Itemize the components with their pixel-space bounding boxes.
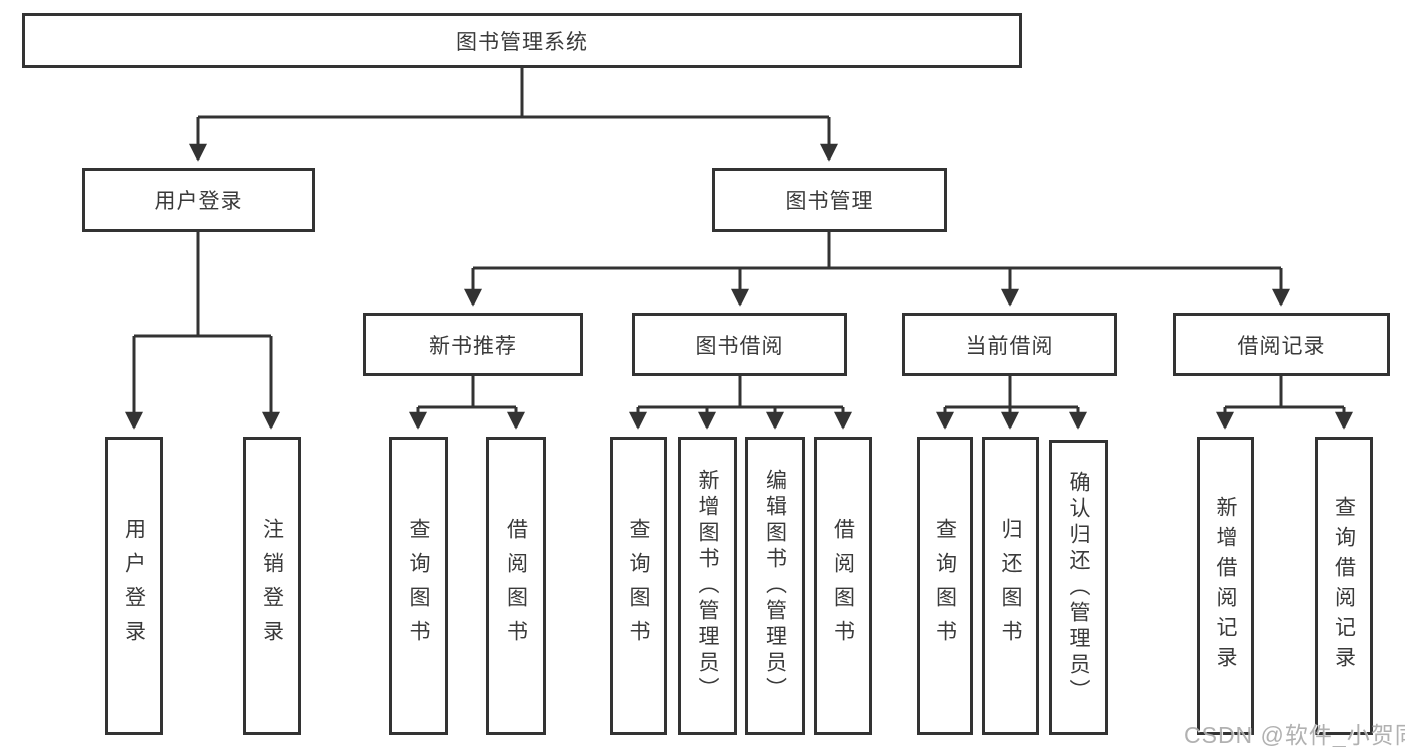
node-root-library-system: 图书管理系统 — [22, 13, 1022, 68]
node-leaf-user-login: 用户登录 — [105, 437, 163, 735]
node-leaf-add-books-admin: 新增图书（管理员） — [678, 437, 737, 735]
node-current-borrowing: 当前借阅 — [902, 313, 1117, 376]
node-book-management: 图书管理 — [712, 168, 947, 232]
node-new-book-recommend: 新书推荐 — [363, 313, 583, 376]
node-book-borrowing: 图书借阅 — [632, 313, 847, 376]
node-leaf-confirm-return-admin: 确认归还（管理员） — [1049, 440, 1108, 735]
node-user-login-group: 用户登录 — [82, 168, 315, 232]
node-leaf-borrow-books-2: 借阅图书 — [814, 437, 872, 735]
node-leaf-query-books-3: 查询图书 — [917, 437, 973, 735]
node-leaf-query-books-2: 查询图书 — [610, 437, 667, 735]
node-leaf-add-borrow-record: 新增借阅记录 — [1197, 437, 1254, 735]
node-borrowing-records: 借阅记录 — [1173, 313, 1390, 376]
node-leaf-edit-books-admin: 编辑图书（管理员） — [745, 437, 805, 735]
csdn-watermark: CSDN @软件_小贺同学 — [1184, 722, 1405, 747]
node-leaf-query-books-1: 查询图书 — [389, 437, 448, 735]
node-leaf-return-books: 归还图书 — [982, 437, 1039, 735]
node-leaf-logout: 注销登录 — [243, 437, 301, 735]
node-leaf-borrow-books-1: 借阅图书 — [486, 437, 546, 735]
node-leaf-query-borrow-record: 查询借阅记录 — [1315, 437, 1373, 735]
